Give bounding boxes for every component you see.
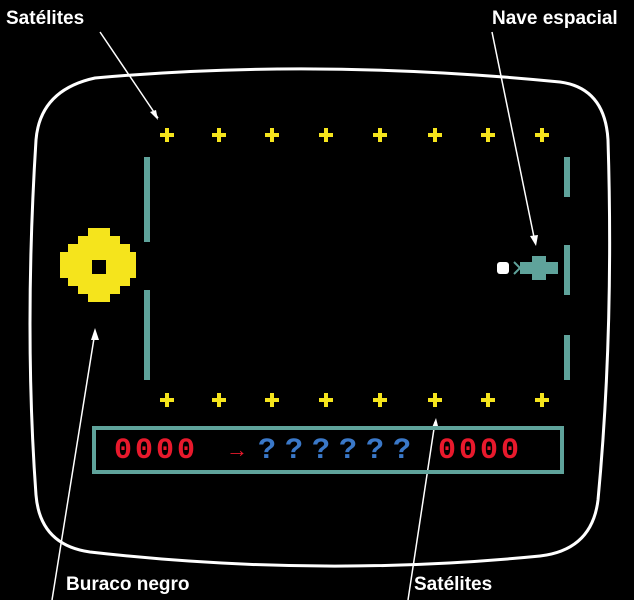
satellite-bottom [481, 393, 495, 407]
satellite-bottom [265, 393, 279, 407]
satellite-bottom [319, 393, 333, 407]
arrow-icon: → [226, 437, 248, 463]
left-score: 0000 [114, 434, 198, 468]
pointer-line-black-hole [52, 332, 95, 600]
satellite-bottom [373, 393, 387, 407]
label-satellites-bottom: Satélites [414, 574, 492, 596]
pointer-arrowhead [530, 235, 538, 246]
satellite-top [373, 128, 387, 142]
label-spaceship: Nave espacial [492, 8, 618, 30]
right-wall-segment [564, 157, 570, 197]
satellite-bottom [428, 393, 442, 407]
label-satellites-top: Satélites [6, 8, 84, 30]
pointer-arrowhead [91, 328, 99, 340]
satellite-top [481, 128, 495, 142]
right-wall-segment [564, 335, 570, 380]
right-wall-segment [564, 245, 570, 295]
pointer-arrowhead [150, 110, 158, 120]
satellite-bottom [535, 393, 549, 407]
satellite-top [535, 128, 549, 142]
left-wall-segment [144, 157, 150, 242]
pointer-line-spaceship [492, 32, 535, 242]
satellite-top [428, 128, 442, 142]
satellite-top [160, 128, 174, 142]
satellite-bottom [160, 393, 174, 407]
satellite-top [212, 128, 226, 142]
left-wall-segment [144, 290, 150, 380]
spaceship [497, 256, 558, 280]
target-score: ?????? [258, 434, 420, 468]
satellite-top [319, 128, 333, 142]
satellite-bottom [212, 393, 226, 407]
satellite-top [265, 128, 279, 142]
label-black-hole: Buraco negro [66, 574, 190, 596]
tv-screen-frame [30, 69, 610, 566]
black-hole [60, 228, 136, 302]
right-score: 0000 [438, 434, 522, 468]
